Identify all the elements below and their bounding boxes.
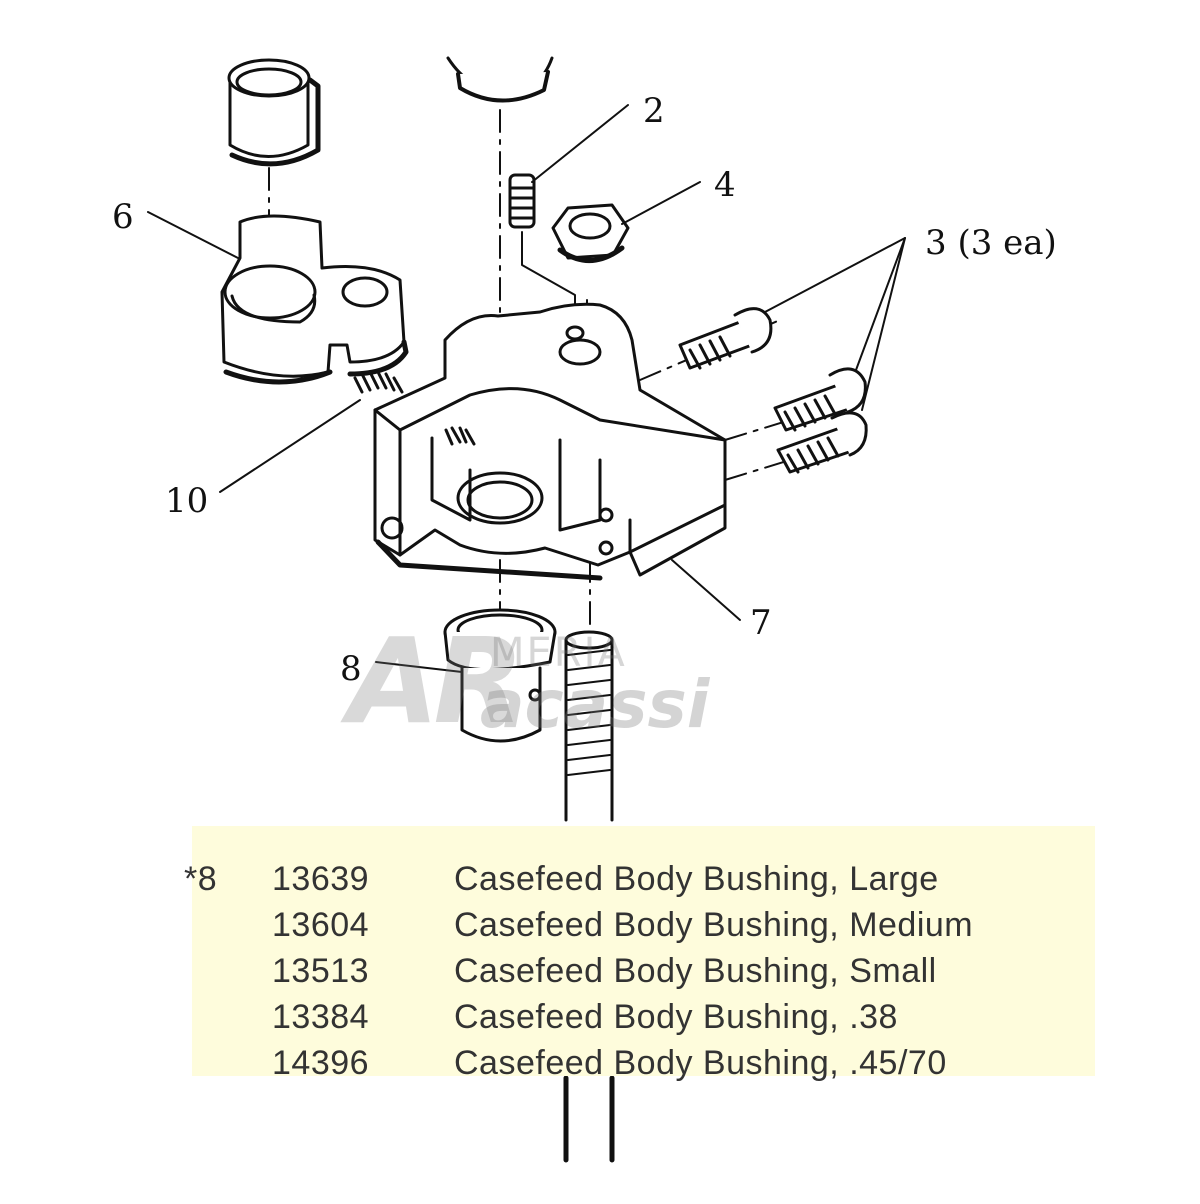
- spring-part: [353, 370, 476, 446]
- cap-screws-part: [678, 307, 868, 474]
- top-bushing-part: [227, 58, 321, 167]
- part-ref: *8: [184, 860, 218, 898]
- part-description: Casefeed Body Bushing, Small: [454, 952, 937, 990]
- part-number: 13604: [272, 906, 370, 944]
- parts-list-panel: [192, 826, 1095, 1076]
- callout-label-3: 3 (3 ea): [925, 223, 1057, 263]
- callout-label-7: 7: [750, 603, 772, 643]
- part-description: Casefeed Body Bushing, .45/70: [454, 1044, 947, 1082]
- part-description: Casefeed Body Bushing, Medium: [454, 906, 974, 944]
- threaded-rod-part: [563, 630, 615, 1163]
- callout-label-6: 6: [112, 197, 134, 237]
- part-number: 14396: [272, 1044, 370, 1082]
- ram-bottom-part: [446, 56, 554, 103]
- bottom-bushing-part: [443, 608, 557, 743]
- callout-label-2: 2: [643, 91, 665, 131]
- part-number: 13639: [272, 860, 370, 898]
- callout-label-4: 4: [714, 165, 736, 205]
- clamp-block-part: [220, 214, 409, 385]
- part-description: Casefeed Body Bushing, Large: [454, 860, 939, 898]
- leader-lines: [147, 104, 906, 673]
- part-description: Casefeed Body Bushing, .38: [454, 998, 898, 1036]
- callout-label-10: 10: [165, 481, 209, 521]
- hex-nut-part: [551, 203, 630, 263]
- casefeed-body-part: [373, 302, 727, 581]
- callout-label-8: 8: [340, 649, 362, 689]
- part-number: 13384: [272, 998, 370, 1036]
- part-number: 13513: [272, 952, 370, 990]
